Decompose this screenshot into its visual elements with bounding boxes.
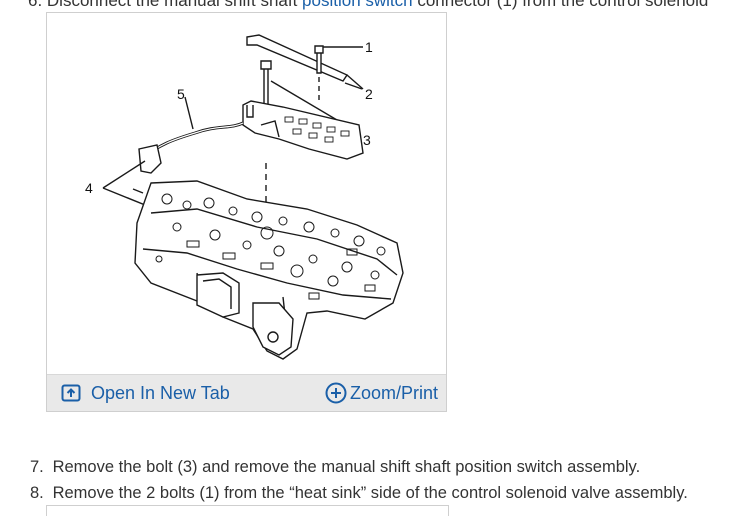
callout-5: 5 bbox=[177, 86, 185, 102]
previous-step-prefix: 6. Disconnect the manual shift shaft bbox=[28, 0, 303, 10]
valve-body bbox=[134, 180, 404, 360]
previous-step-suffix: connector (1) from the control solenoid bbox=[412, 0, 709, 10]
figure-container: 1 2 3 4 5 Open In New Tab Zoom/Print bbox=[46, 12, 447, 412]
callout-3: 3 bbox=[363, 132, 371, 148]
step-number: 7. bbox=[30, 458, 44, 476]
bolt-1 bbox=[314, 45, 324, 74]
zoom-print-label: Zoom/Print bbox=[349, 382, 438, 403]
step-number: 8. bbox=[30, 484, 44, 502]
callout-1: 1 bbox=[365, 39, 373, 55]
callout-2: 2 bbox=[365, 86, 373, 102]
next-figure-container bbox=[46, 505, 449, 516]
plus-circle-icon bbox=[325, 382, 347, 404]
open-new-tab-icon bbox=[61, 384, 81, 402]
zoom-print-button[interactable]: Zoom/Print bbox=[325, 382, 438, 404]
open-in-new-tab-label: Open In New Tab bbox=[91, 382, 230, 403]
connector-4 bbox=[138, 144, 162, 174]
position-switch-link[interactable]: position switch bbox=[302, 0, 413, 10]
step-text: Remove the bolt (3) and remove the manua… bbox=[52, 458, 641, 476]
position-switch bbox=[242, 100, 364, 160]
steps-list: 7. Remove the bolt (3) and remove the ma… bbox=[30, 454, 735, 506]
step-text: Remove the 2 bolts (1) from the “heat si… bbox=[52, 484, 688, 502]
callout-4: 4 bbox=[85, 180, 93, 196]
list-item: 7. Remove the bolt (3) and remove the ma… bbox=[30, 454, 735, 480]
shift-lever bbox=[246, 34, 349, 82]
open-in-new-tab-button[interactable]: Open In New Tab bbox=[61, 382, 230, 404]
valve-body-illustration: 1 2 3 4 5 bbox=[85, 34, 404, 360]
figure-footer: Open In New Tab Zoom/Print bbox=[47, 374, 446, 411]
previous-step-text: 6. Disconnect the manual shift shaft pos… bbox=[28, 0, 740, 11]
list-item: 8. Remove the 2 bolts (1) from the “heat… bbox=[30, 480, 735, 506]
